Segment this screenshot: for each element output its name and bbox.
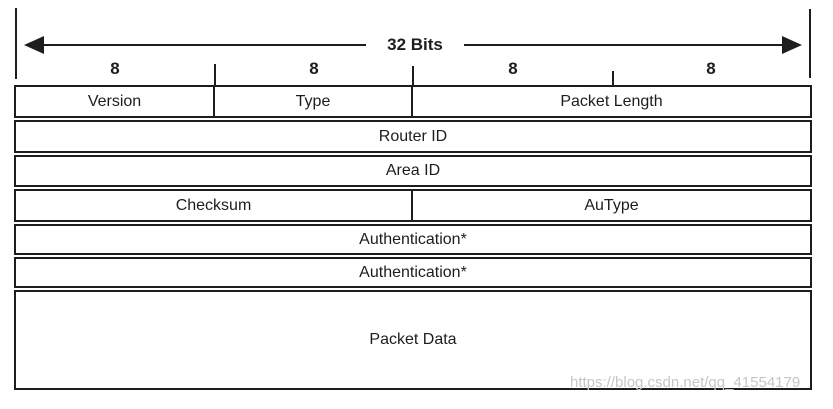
table-row-authentication-2: Authentication* — [14, 257, 812, 288]
bits-scale-graphic — [15, 8, 811, 85]
arrowhead-right-icon — [782, 36, 802, 54]
field-packet-length: Packet Length — [560, 92, 663, 110]
field-authentication-1: Authentication* — [359, 230, 467, 248]
table-row-area-id: Area ID — [14, 155, 812, 187]
octet-label-4: 8 — [706, 59, 716, 78]
watermark-url: https://blog.csdn.net/qq_41554179 — [570, 374, 801, 391]
table-row-router-id: Router ID — [14, 120, 812, 153]
table-row-checksum-autype: Checksum AuType — [14, 189, 812, 222]
field-router-id: Router ID — [378, 127, 448, 145]
table-row-version-type-length: Version Type Packet Length — [14, 85, 812, 118]
field-checksum: Checksum — [16, 191, 413, 220]
field-version: Version — [16, 87, 215, 116]
table-row-packet-data: Packet Data — [14, 290, 812, 390]
field-type: Type — [215, 87, 413, 116]
packet-field-table: Version Type Packet Length Router ID Are… — [14, 85, 812, 390]
table-row-authentication-1: Authentication* — [14, 224, 812, 255]
field-authentication-2: Authentication* — [359, 263, 467, 281]
field-area-id: Area ID — [385, 162, 441, 179]
field-autype: AuType — [584, 196, 639, 214]
field-packet-data: Packet Data — [369, 331, 457, 348]
octet-label-3: 8 — [508, 59, 518, 78]
bits-width-label: 32 Bits — [379, 35, 451, 55]
octet-label-1: 8 — [110, 59, 120, 78]
arrowhead-left-icon — [24, 36, 44, 54]
octet-label-2: 8 — [309, 59, 319, 78]
